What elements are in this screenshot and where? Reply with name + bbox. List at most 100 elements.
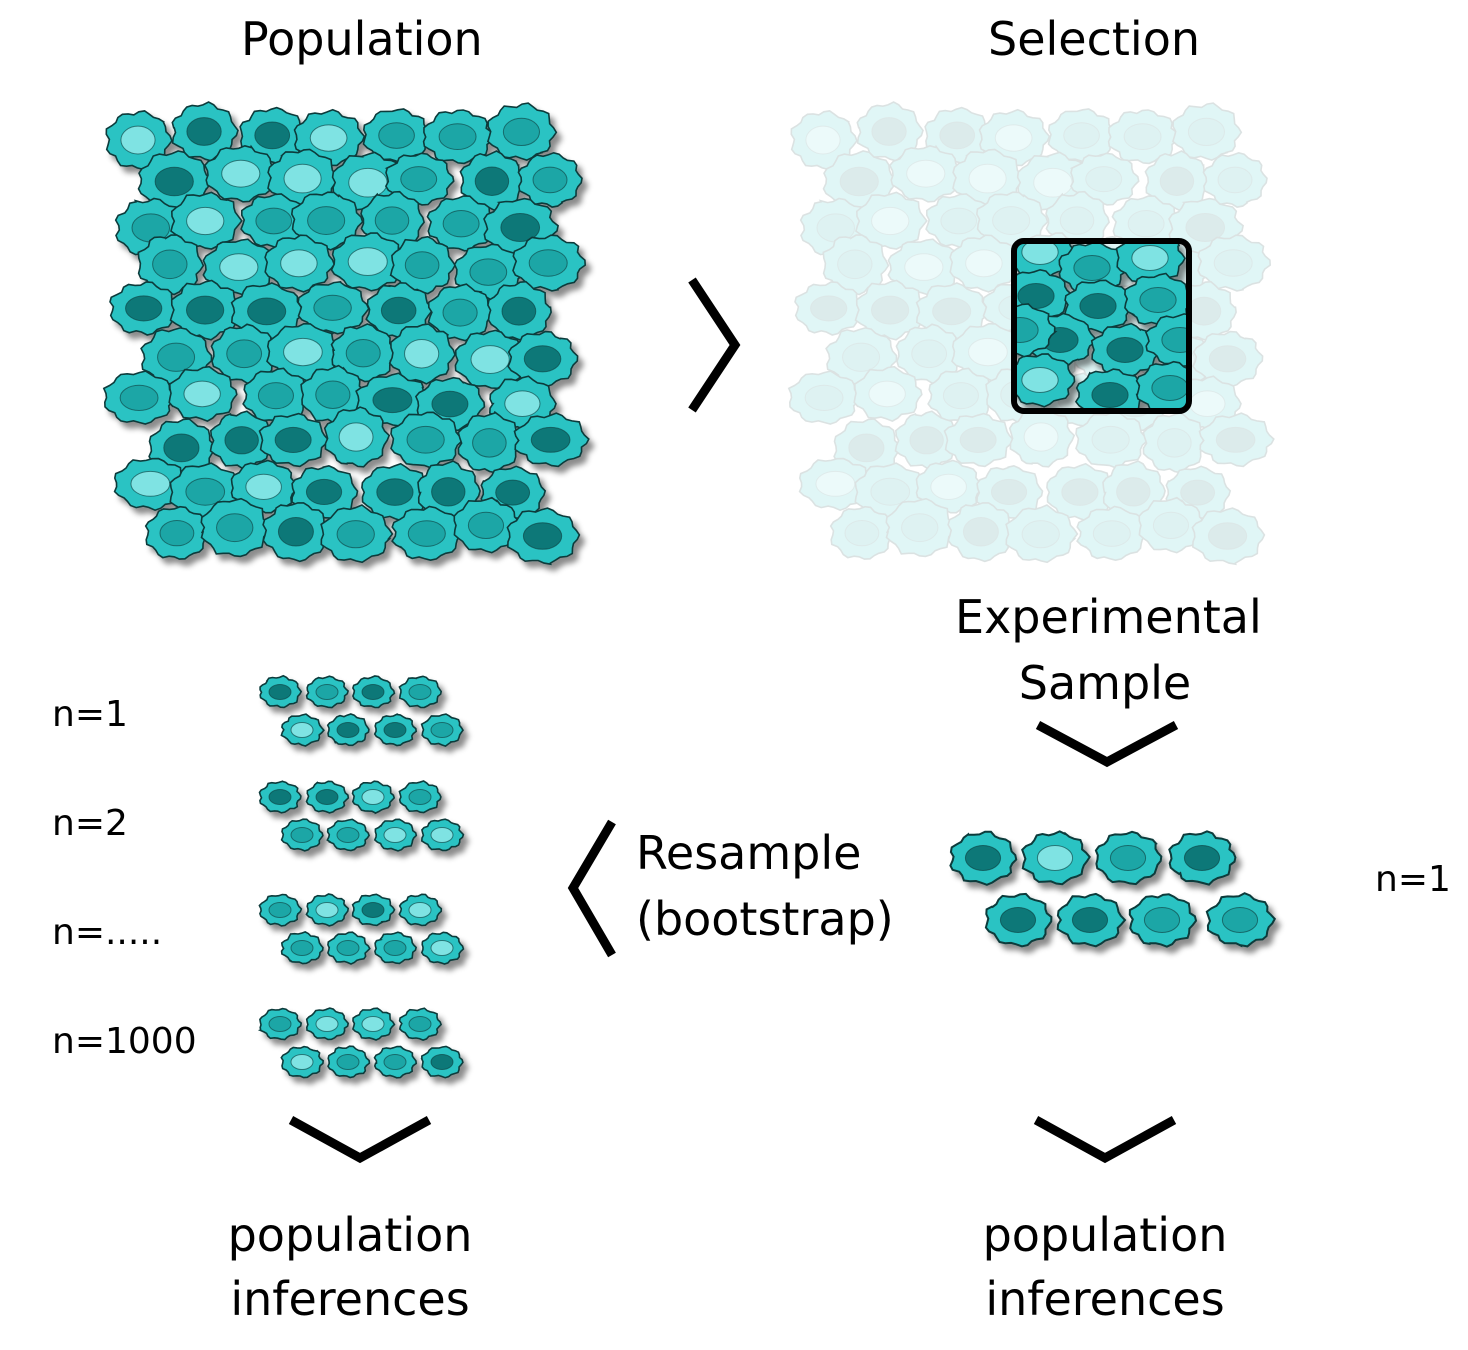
cell-icon <box>949 830 1018 886</box>
arrow-down-icon <box>288 1116 432 1164</box>
cell-icon <box>280 1045 325 1079</box>
cell-icon <box>398 780 442 814</box>
cell-icon <box>170 191 243 250</box>
cell-icon <box>351 780 396 815</box>
cell-icon <box>1138 496 1207 554</box>
cell-icon <box>829 505 895 560</box>
cell-icon <box>825 327 898 388</box>
cell-icon <box>420 931 465 965</box>
cell-icon <box>388 323 456 385</box>
cell-icon <box>1047 108 1117 164</box>
cell-icon <box>1021 830 1091 886</box>
cell-icon <box>517 151 583 208</box>
experimental-sample-n-label: n=1 <box>1375 859 1451 900</box>
cell-icon <box>351 893 396 927</box>
cell-icon <box>925 193 995 250</box>
cell-icon <box>168 365 238 422</box>
cell-icon <box>1197 234 1272 292</box>
cell-icon <box>1005 504 1079 564</box>
arrow-down-icon <box>1035 721 1179 768</box>
cell-icon <box>330 323 397 383</box>
cell-icon <box>855 191 928 250</box>
cell-icon <box>323 406 391 468</box>
cell-icon <box>373 1045 418 1079</box>
cell-icon <box>507 330 579 388</box>
cell-icon <box>513 412 590 468</box>
cell-icon <box>239 106 308 165</box>
cell-icon <box>300 364 367 425</box>
cell-icon <box>949 234 1021 293</box>
cell-icon <box>894 410 961 470</box>
cell-icon <box>1046 462 1117 522</box>
cell-icon <box>258 412 329 468</box>
cell-icon <box>1094 830 1163 886</box>
cell-icon <box>326 818 370 852</box>
experimental-sample-cells <box>949 830 1277 948</box>
cell-icon <box>1102 460 1166 522</box>
cell-icon <box>266 322 341 383</box>
cell-icon <box>365 281 433 341</box>
cell-icon <box>1198 412 1275 468</box>
experimental-sample-label-line1: Experimental <box>955 590 1262 644</box>
cell-icon <box>1058 241 1128 296</box>
cell-icon <box>457 410 523 474</box>
cell-icon <box>144 505 210 560</box>
cell-icon <box>362 108 432 164</box>
cell-icon <box>351 1007 396 1041</box>
arrow-down-icon <box>1033 1116 1177 1164</box>
cell-icon <box>398 1007 443 1041</box>
cell-icon <box>512 234 587 292</box>
arrow-right-icon <box>688 277 741 413</box>
cell-icon <box>426 195 497 252</box>
cell-icon <box>305 893 350 927</box>
cell-icon <box>267 148 341 210</box>
cell-icon <box>209 410 276 470</box>
cell-icon <box>1016 151 1091 215</box>
cell-icon <box>888 144 964 203</box>
cell-icon <box>210 323 279 385</box>
cell-icon <box>794 281 865 336</box>
cell-icon <box>915 459 984 514</box>
cell-icon <box>257 1007 303 1041</box>
cell-icon <box>202 238 277 296</box>
cell-icon <box>927 367 996 424</box>
cell-icon <box>326 713 370 747</box>
cell-icon <box>290 191 364 251</box>
resample-label-line2: (bootstrap) <box>636 892 894 946</box>
cell-icon <box>1205 892 1277 948</box>
cell-icon <box>486 102 558 161</box>
cell-icon <box>1069 152 1140 206</box>
cell-icon <box>1128 893 1198 948</box>
cell-icon <box>978 108 1051 167</box>
cell-icon <box>1090 322 1161 378</box>
cell-icon <box>398 675 443 709</box>
cell-icon <box>1124 272 1189 328</box>
cell-icon <box>389 235 457 295</box>
cell-icon <box>943 412 1014 468</box>
cell-icon <box>976 464 1044 519</box>
cell-icon <box>1064 279 1135 334</box>
cell-icon <box>352 675 396 709</box>
cell-icon <box>171 101 239 162</box>
cell-icon <box>1076 505 1148 562</box>
cell-icon <box>1192 330 1264 388</box>
cell-icon <box>1202 151 1268 208</box>
cell-icon <box>856 101 924 162</box>
cell-icon <box>264 234 336 293</box>
cell-icon <box>1045 190 1110 250</box>
cell-icon <box>384 152 455 206</box>
cell-icon <box>1107 109 1180 165</box>
cell-icon <box>952 148 1026 210</box>
resample-label-line1: Resample <box>636 826 862 880</box>
cell-icon <box>373 818 418 852</box>
cell-icon <box>102 370 178 425</box>
cell-icon <box>427 283 494 342</box>
cell-icon <box>305 780 350 814</box>
cell-icon <box>258 780 302 814</box>
cell-icon <box>487 280 552 342</box>
cell-icon <box>398 893 443 927</box>
cell-icon <box>453 496 522 554</box>
bootstrap-row-label: n=1000 <box>52 1021 197 1062</box>
cell-icon <box>305 1007 350 1041</box>
